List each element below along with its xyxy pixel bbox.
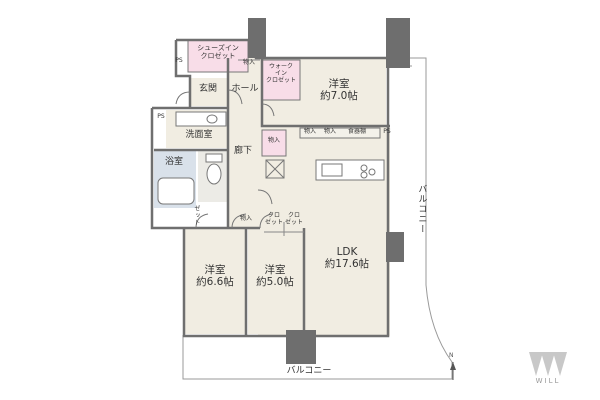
western-room-2-floor — [184, 228, 246, 334]
column-top-center — [248, 18, 266, 58]
refrigerator — [265, 159, 285, 179]
pantry-label: 食器棚 — [347, 128, 366, 135]
washroom-label: 洗面室 — [185, 130, 213, 140]
north-label: N — [449, 352, 454, 359]
bathtub — [157, 177, 195, 205]
western-room-1-label: 洋室 約7.0帖 — [320, 78, 358, 103]
balcony-right-label: バルコニー — [416, 184, 427, 234]
kitchen-storage-2-label: 物入 — [323, 128, 336, 135]
ps-label-entrance: PS — [175, 57, 183, 64]
stove-burner-1 — [360, 164, 368, 172]
entrance-label: 玄関 — [198, 84, 217, 94]
balcony-bottom-label: バルコニー — [286, 366, 332, 376]
brand-name: WILL — [535, 377, 561, 385]
closet-b-label: クロ ゼット — [284, 212, 303, 226]
entrance-floor — [190, 78, 228, 106]
stove-burner-2 — [368, 168, 376, 176]
corridor-label: 廊下 — [233, 146, 252, 156]
toilet-tank — [205, 153, 223, 163]
corridor-floor — [228, 140, 258, 228]
storage-bottom-label: 物入 — [239, 215, 252, 222]
kitchen-sink — [321, 163, 343, 177]
ps-label-right: PS — [383, 128, 391, 135]
stove-burner-3 — [360, 171, 368, 179]
walkin-closet-box — [261, 59, 301, 101]
storage-label-top: 物入 — [242, 59, 255, 66]
column-right-mid — [386, 232, 404, 262]
columns — [248, 18, 410, 364]
hall-label: ホール — [231, 84, 259, 94]
storage-closet-box — [261, 129, 287, 157]
pantry-box — [299, 127, 381, 139]
sink-basin — [206, 114, 218, 124]
kitchen-storage-1-label: 物入 — [303, 128, 316, 135]
washroom-sink — [175, 111, 227, 127]
western-room-3-label: 洋室 約5.0帖 — [256, 264, 294, 289]
western-room-2-label: 洋室 約6.6帖 — [196, 264, 234, 289]
shoes-closet-label: シューズイン クロゼット — [197, 44, 239, 61]
bathroom-label: 浴室 — [164, 157, 183, 167]
closet-small-label: ゼット — [192, 205, 200, 226]
doors — [175, 89, 275, 229]
ldk-label: LDK 約17.6帖 — [324, 246, 370, 271]
brand-logo-icon — [529, 352, 567, 376]
western-room-3-floor — [248, 228, 304, 334]
column-top-right — [386, 18, 410, 68]
closet-a-label: クロ ゼット — [264, 212, 283, 226]
column-bottom — [286, 330, 316, 364]
storage-label-kitchen: 物入 — [267, 137, 280, 144]
ps-label-washroom: PS — [157, 113, 165, 120]
walkin-closet-label: ウォーク イン クロゼット — [265, 63, 296, 84]
balcony-outline — [182, 57, 453, 380]
closet-lines — [238, 59, 304, 236]
north-arrow-icon — [450, 362, 456, 380]
shoes-closet-box — [187, 39, 249, 73]
toilet-bowl — [206, 163, 222, 185]
